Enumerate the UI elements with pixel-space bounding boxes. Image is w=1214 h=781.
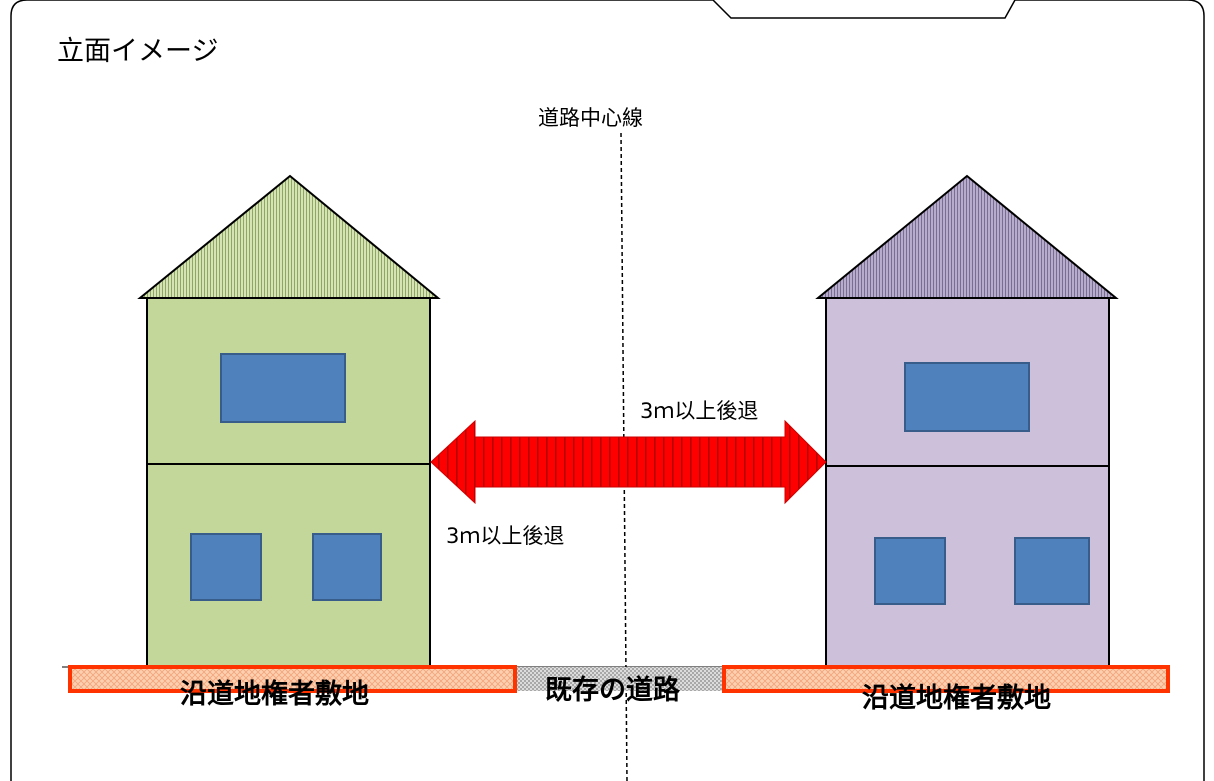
right-lot-strip xyxy=(722,665,1170,693)
right-house-lower-window-right xyxy=(1014,537,1090,605)
left-house-lower-window-left xyxy=(190,533,262,601)
left-lot-strip xyxy=(68,665,517,693)
right-house xyxy=(815,174,1119,668)
left-house-lower-floor xyxy=(146,463,431,668)
outer-frame xyxy=(10,0,1205,781)
left-house-upper-window xyxy=(220,353,346,423)
right-house-roof xyxy=(815,174,1119,299)
setback-label-lower: 3ｍ以上後退 xyxy=(446,524,564,548)
road-label: 既存の道路 xyxy=(545,674,681,706)
existing-road-strip xyxy=(517,667,722,691)
setback-double-arrow xyxy=(430,419,827,505)
diagram-title: 立面イメージ xyxy=(57,36,218,67)
left-house-lower-window-right xyxy=(312,533,382,601)
left-house xyxy=(137,174,441,668)
setback-label-upper: 3ｍ以上後退 xyxy=(640,399,758,423)
left-lot-label: 沿道地権者敷地 xyxy=(180,678,369,710)
centerline-label: 道路中心線 xyxy=(538,106,643,130)
left-house-roof xyxy=(137,174,441,299)
right-lot-label: 沿道地権者敷地 xyxy=(862,682,1051,714)
right-house-lower-window-left xyxy=(874,537,946,605)
right-house-upper-window xyxy=(904,362,1030,432)
